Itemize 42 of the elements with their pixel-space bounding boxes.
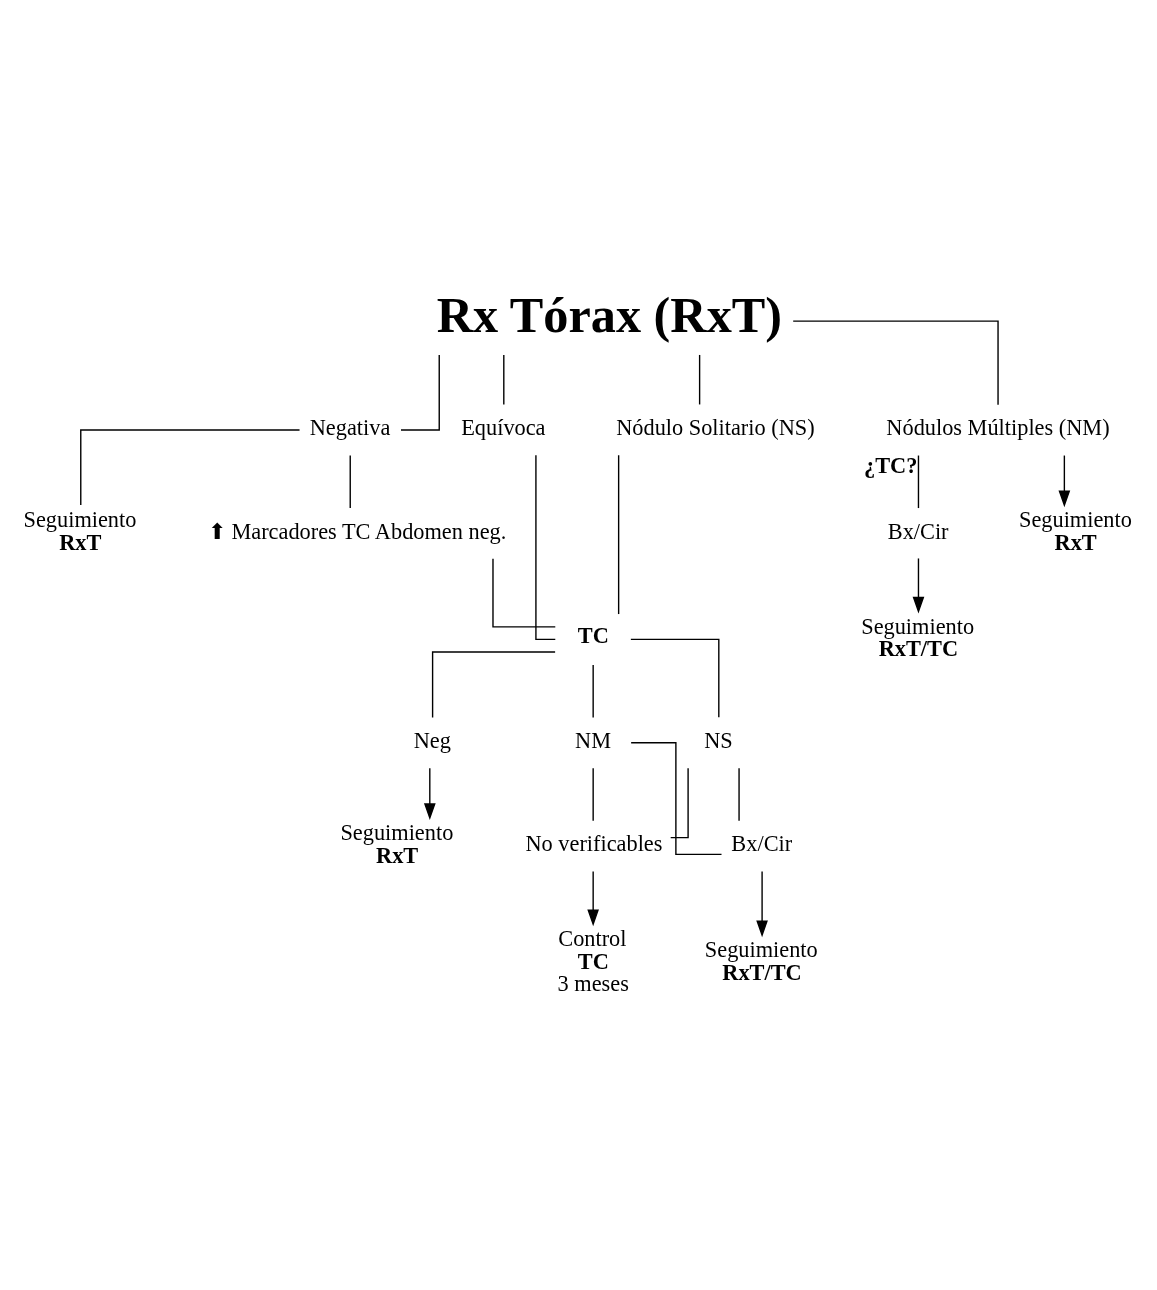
arrow	[1058, 454, 1071, 508]
arrow	[587, 870, 600, 927]
node-text: NS	[704, 728, 733, 754]
node-text: TC	[577, 623, 609, 649]
node-text: Nódulos Múltiples (NM)	[886, 415, 1110, 441]
node-text: Seguimiento RxT	[340, 820, 454, 868]
node-text: Rx Tórax (RxT)	[436, 286, 783, 343]
node-text: Seguimiento RxT	[1018, 507, 1132, 555]
connector	[492, 558, 556, 628]
arrow	[423, 767, 436, 820]
connector	[917, 454, 920, 509]
node-text: Bx/Cir	[731, 831, 793, 857]
connector	[503, 354, 505, 406]
connector	[349, 454, 351, 509]
node-text: No verificables	[525, 831, 663, 857]
connector	[431, 651, 556, 719]
connector	[535, 454, 556, 641]
arrow	[756, 870, 768, 938]
node-text: ⬆ Marcadores TC Abdomen neg.	[207, 518, 507, 544]
arrow	[912, 557, 925, 614]
node-text: Bx/Cir	[887, 518, 949, 544]
node-text: NM	[575, 728, 611, 754]
connector	[592, 664, 594, 719]
connector	[630, 742, 723, 856]
node-text: Seguimiento RxT	[23, 507, 137, 555]
connector	[617, 454, 620, 615]
node-text: Nódulo Solitario (NS)	[616, 415, 815, 441]
connector	[738, 767, 740, 822]
connector	[792, 320, 999, 406]
node-text: Seguimiento RxT/TC	[861, 613, 975, 661]
node-text: Equívoca	[461, 415, 546, 441]
node-text: Control TC 3 meses	[557, 926, 629, 996]
node-text: Neg	[413, 728, 451, 754]
connector	[630, 638, 720, 718]
edge-label: ¿TC?	[864, 453, 918, 479]
connector	[670, 767, 689, 839]
connector	[592, 767, 594, 822]
connector	[80, 429, 301, 506]
connector	[698, 354, 701, 406]
node-text: Seguimiento RxT/TC	[704, 937, 818, 985]
node-text: Negativa	[309, 415, 391, 441]
connector	[400, 354, 440, 431]
